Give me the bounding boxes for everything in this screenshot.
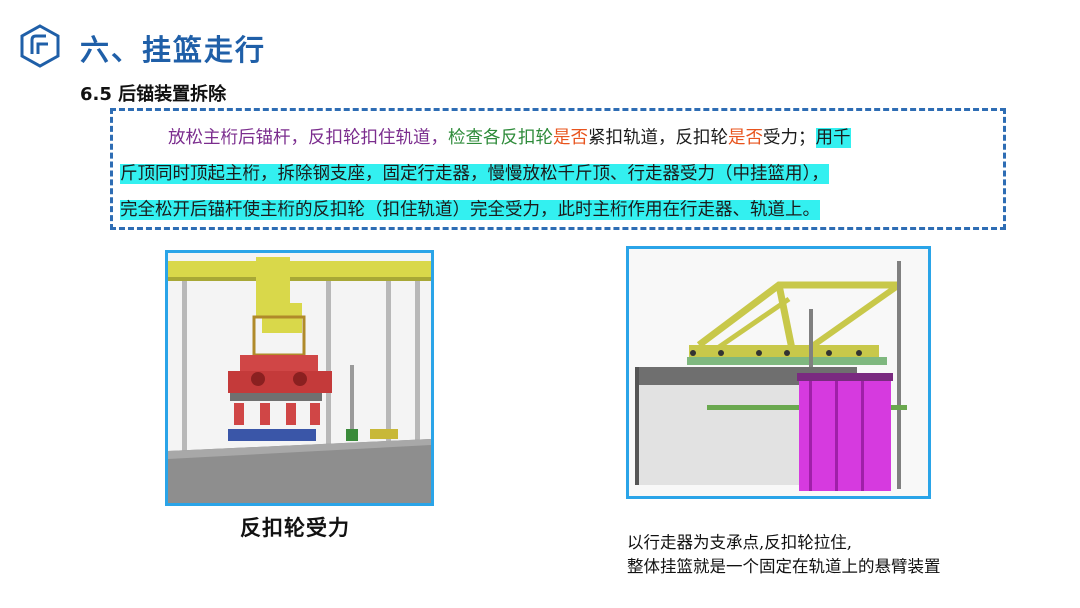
section-subtitle: 6.5 后锚装置拆除: [80, 84, 227, 105]
instruction-text: 放松主桁后锚杆，反扣轮扣住轨道，检查各反扣轮是否紧扣轨道，反扣轮是否受力；用千 …: [120, 120, 1000, 228]
right-caption-line-2: 整体挂篮就是一个固定在轨道上的悬臂装置: [627, 557, 941, 576]
right-caption-line-1: 以行走器为支承点,反扣轮拉住,: [627, 533, 852, 552]
text-segment-highlight: 用千: [815, 128, 851, 148]
figure-cantilever-device: [626, 246, 931, 499]
text-segment: 受力；: [763, 128, 816, 148]
instruction-line-2: 斤顶同时顶起主桁，拆除钢支座，固定行走器，慢慢放松千斤顶、行走器受力（中挂篮用）…: [120, 156, 1000, 192]
figure-reverse-wheel: [165, 250, 434, 506]
instruction-line-1: 放松主桁后锚杆，反扣轮扣住轨道，检查各反扣轮是否紧扣轨道，反扣轮是否受力；用千: [120, 120, 1000, 156]
text-segment: 是否: [728, 128, 763, 148]
text-segment-highlight: 完全松开后锚杆使主桁的反扣轮（扣住轨道）完全受力，此时主桁作用在行走器、轨道上。: [120, 200, 820, 220]
company-logo-icon: [18, 24, 62, 68]
instruction-line-3: 完全松开后锚杆使主桁的反扣轮（扣住轨道）完全受力，此时主桁作用在行走器、轨道上。: [120, 192, 1000, 228]
text-segment: 紧扣轨道，反扣轮: [588, 128, 728, 148]
instruction-box: [110, 108, 1006, 230]
page-title: 六、挂篮走行: [80, 33, 267, 67]
text-segment: 检查各反扣轮: [448, 128, 553, 148]
left-figure-caption: 反扣轮受力: [240, 515, 350, 540]
text-segment-highlight: 斤顶同时顶起主桁，拆除钢支座，固定行走器，慢慢放松千斤顶、行走器受力（中挂篮用）…: [120, 164, 829, 184]
text-segment: 是否: [553, 128, 588, 148]
right-figure-caption: 以行走器为支承点,反扣轮拉住, 整体挂篮就是一个固定在轨道上的悬臂装置: [627, 531, 941, 579]
text-segment: 放松主桁后锚杆，反扣轮扣住轨道，: [168, 128, 448, 148]
